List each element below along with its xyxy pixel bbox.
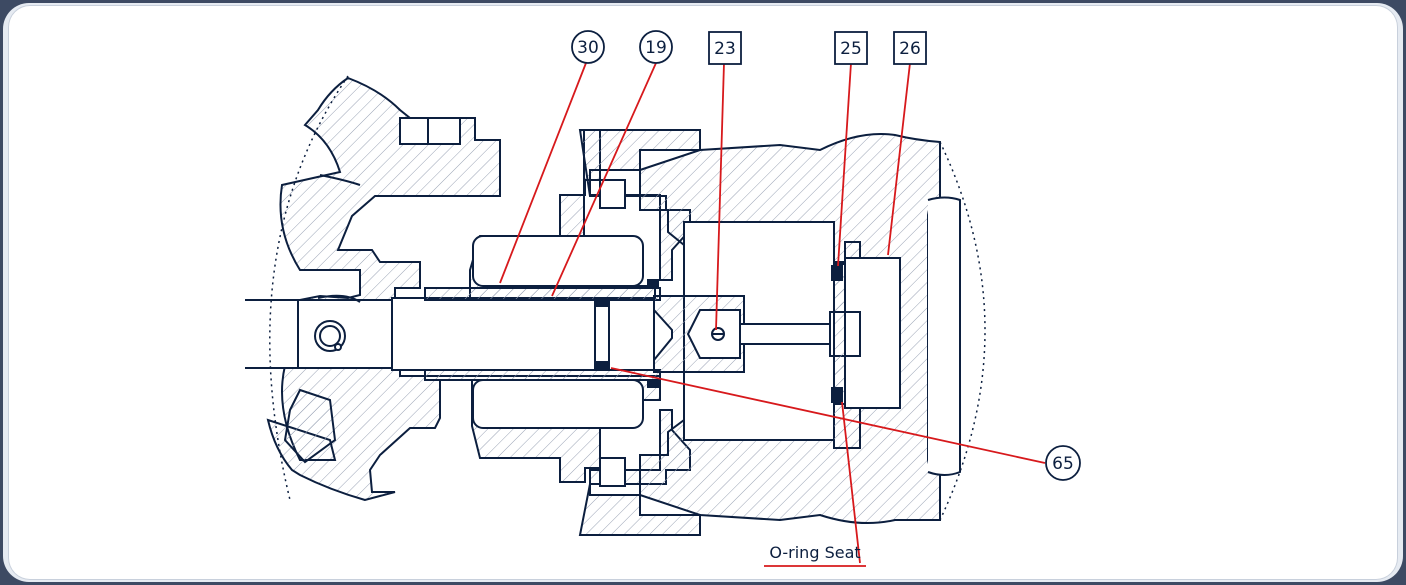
boundary-arcs [269,75,986,521]
central-spool [391,279,661,388]
rod-assembly [653,263,861,405]
callout-19-label: 19 [645,38,667,58]
callout-30-label: 30 [577,38,599,58]
callout-65: 65 [1045,445,1081,481]
caption-label: O-ring Seat [769,543,860,562]
callout-65-label: 65 [1052,454,1074,474]
callout-26: 26 [893,31,927,65]
leader-lines [499,62,1046,564]
upper-fitting [319,117,461,186]
callout-30: 30 [571,30,605,64]
callout-25: 25 [834,31,868,65]
caption-oring-seat: O-ring Seat [764,543,866,567]
left-stub [245,294,397,464]
callout-23-label: 23 [714,39,736,59]
callout-25-label: 25 [840,39,862,59]
callout-19: 19 [639,30,673,64]
callout-26-label: 26 [899,39,921,59]
callout-23: 23 [708,31,742,65]
